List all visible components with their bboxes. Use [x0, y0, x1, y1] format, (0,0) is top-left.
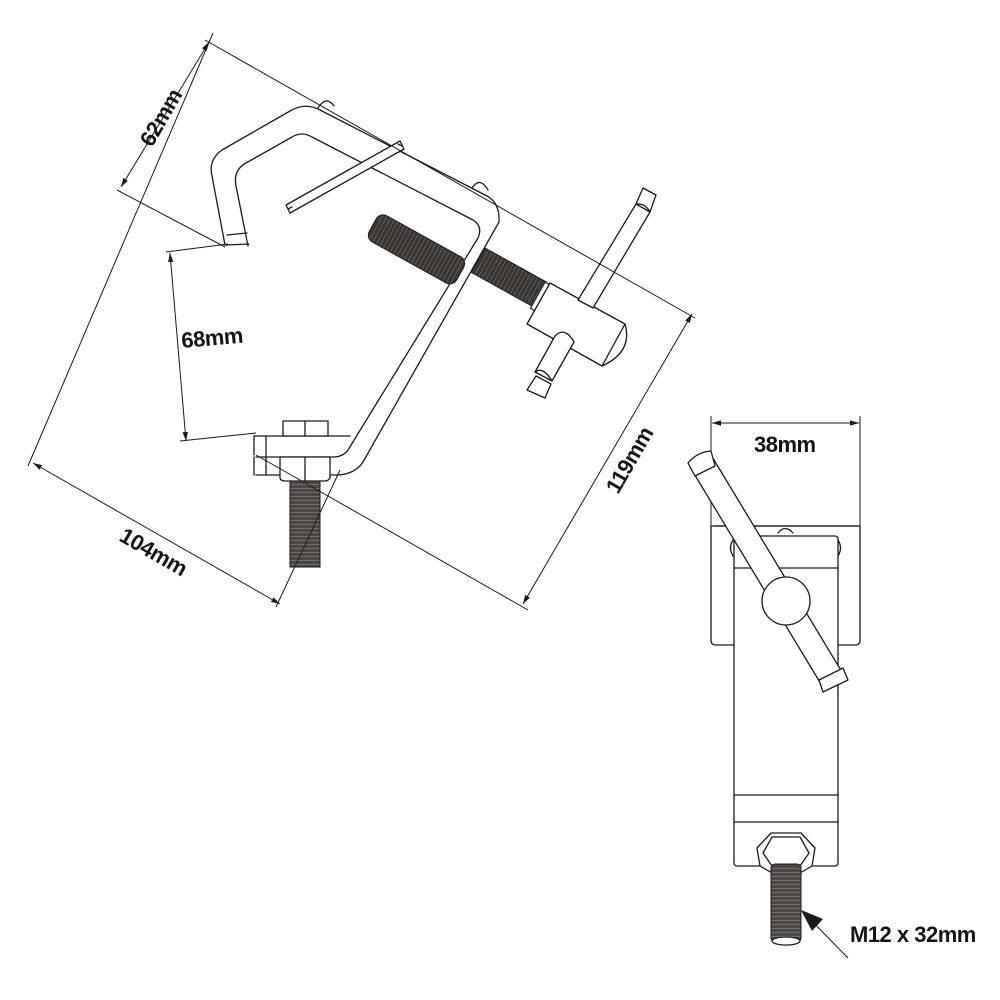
dimension-label-119mm: 119mm: [601, 423, 659, 498]
dimension-label-68mm: 68mm: [180, 323, 244, 353]
bolt-leader: [801, 910, 849, 959]
dimension-label-bolt: M12 x 32mm: [850, 922, 976, 947]
t-handle-knob: [761, 576, 811, 626]
safety-pin: [285, 140, 405, 214]
clamp-screw: [367, 214, 553, 313]
main-view: 62mm 68mm 104mm 119mm: [27, 32, 696, 611]
end-view: 38mm M12 x 32m: [687, 416, 976, 959]
dimension-label-38mm: 38mm: [754, 432, 816, 457]
bolt-thread: [770, 863, 802, 943]
bottom-bolt: [279, 420, 331, 568]
t-handle-rod-lower: [526, 331, 575, 399]
dimension-label-62mm: 62mm: [135, 85, 187, 151]
hook-body: [210, 100, 500, 476]
t-handle-end: [687, 450, 849, 693]
dimension-lines-main: [27, 32, 696, 611]
t-handle-rod-upper: [577, 187, 657, 309]
